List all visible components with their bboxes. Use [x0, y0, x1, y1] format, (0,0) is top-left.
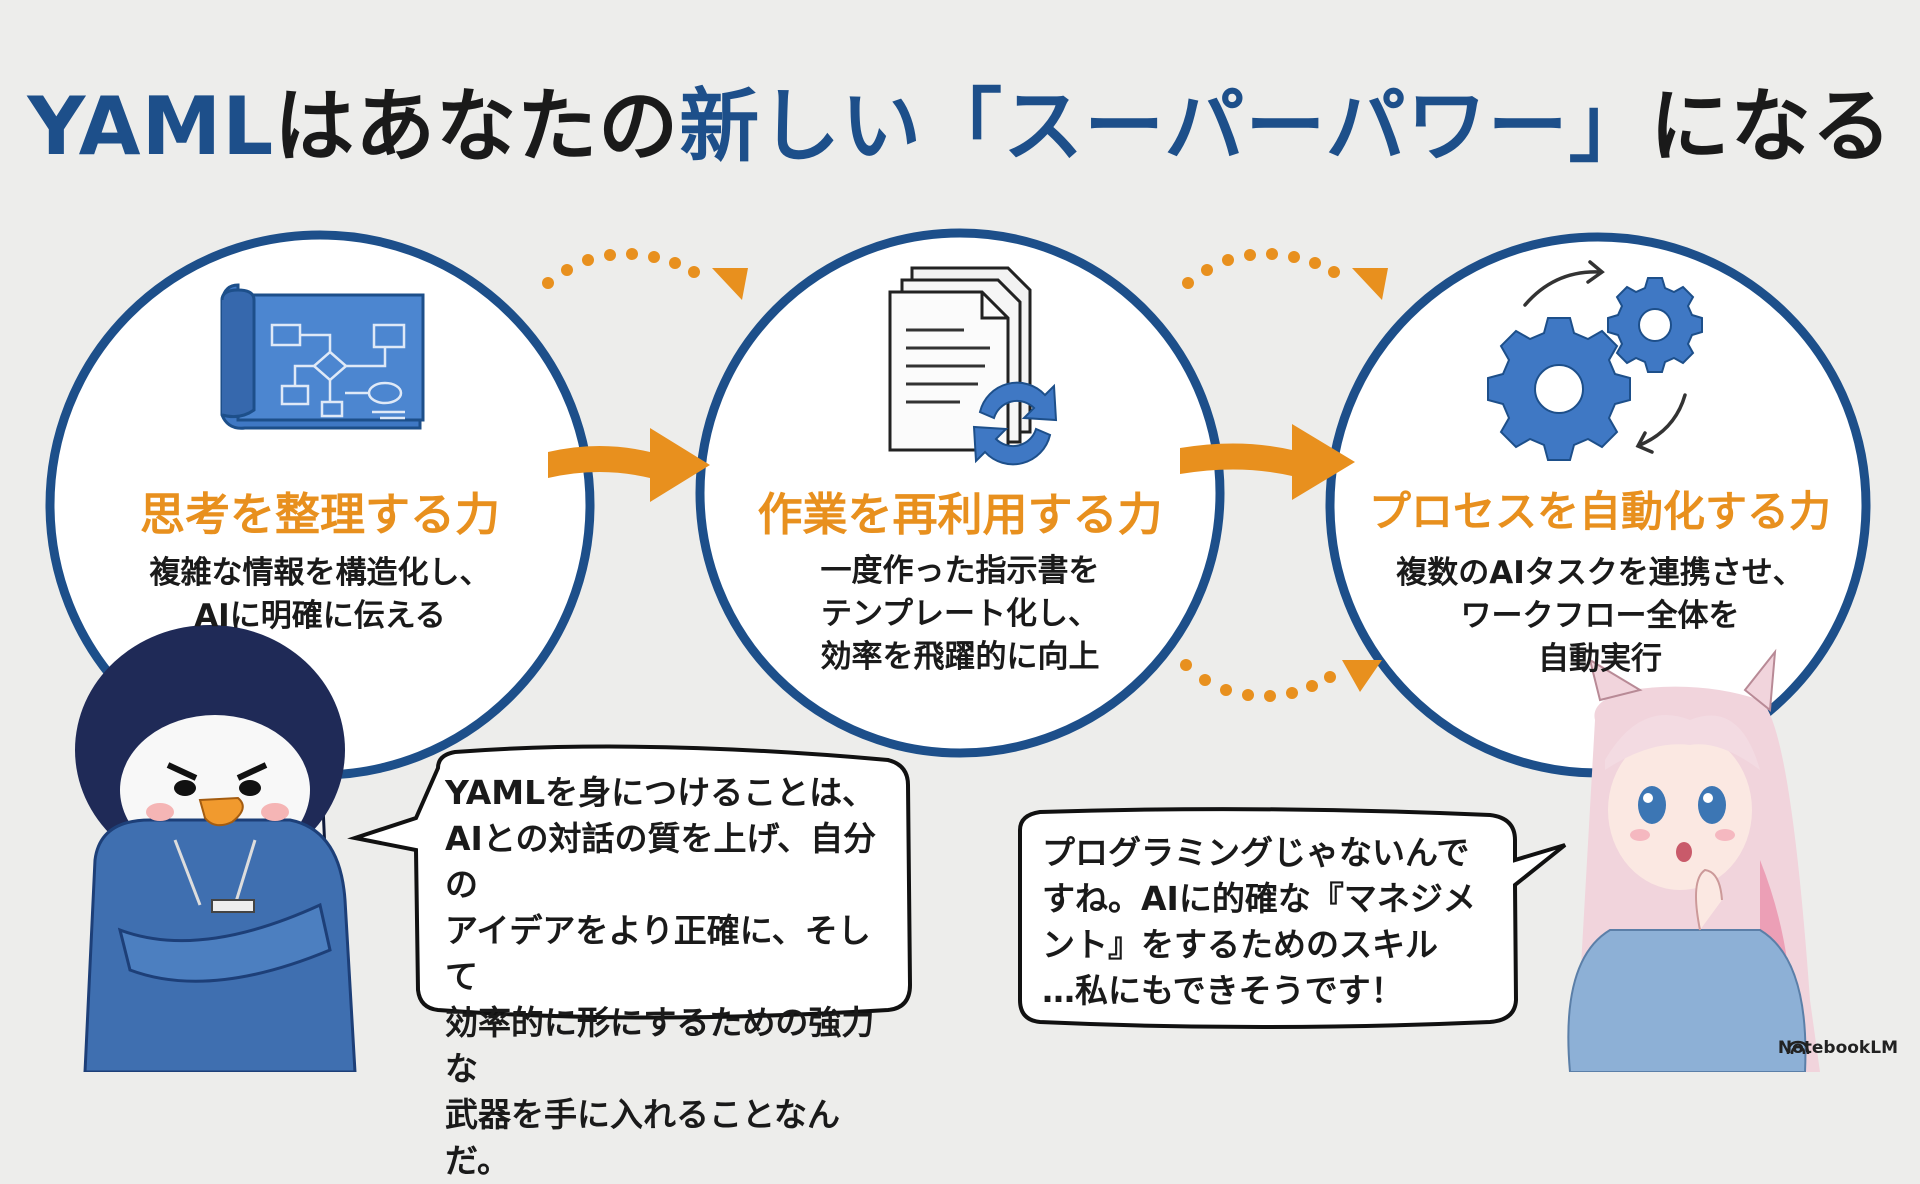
girl-speech-bubble	[1018, 807, 1567, 1029]
diagram-canvas	[45, 228, 1871, 1072]
title-yaml: YAML	[27, 80, 275, 173]
panel-circle-2	[695, 228, 1225, 758]
panel-2-description: 一度作った指示書を テンプレート化し、 効率を飛躍的に向上	[760, 550, 1160, 679]
notebooklm-logo-icon	[1786, 1040, 1810, 1055]
penguin-speech-bubble	[347, 744, 913, 1020]
girl-line-4: …私にもできそうです！	[1042, 971, 1404, 1010]
penguin-character-icon	[75, 625, 357, 1072]
dotted-arrow-icon-3	[1180, 659, 1382, 702]
panel-2-line-2: テンプレート化し、	[820, 596, 1100, 632]
penguin-line-3: アイデアをより正確に、そして	[445, 911, 871, 996]
penguin-bubble-text: YAMLを身につけることは、 AIとの対話の質を上げ、自分の アイデアをより正確…	[445, 770, 895, 1184]
panel-3-line-2: ワークフロー全体を	[1460, 598, 1740, 634]
penguin-line-2: AIとの対話の質を上げ、自分の	[445, 819, 877, 904]
panel-1-line-1: 複雑な情報を構造化し、	[149, 555, 491, 591]
panel-1-line-2: AIに明確に伝える	[194, 598, 446, 634]
girl-line-1: プログラミングじゃないんで	[1042, 833, 1470, 872]
panel-3-description: 複数のAIタスクを連携させ、 ワークフロー全体を 自動実行	[1365, 552, 1835, 681]
girl-line-3: ント』をするためのスキル	[1042, 925, 1438, 964]
girl-line-2: すね。AIに的確な『マネジメ	[1042, 879, 1476, 918]
panel-1-title: 思考を整理する力	[139, 488, 500, 541]
document-reuse-icon	[888, 266, 1058, 466]
penguin-line-1: YAMLを身につけることは、	[445, 773, 876, 812]
arrow-right-icon-1	[548, 428, 710, 502]
panel-3-line-3: 自動実行	[1538, 641, 1662, 677]
arrow-right-icon-2	[1180, 424, 1355, 500]
panel-3-title: プロセスを自動化する力	[1368, 487, 1831, 536]
title-end: になる	[1649, 80, 1893, 173]
title-superpower: 新しい「スーパーパワー」	[679, 80, 1650, 173]
penguin-line-4: 効率的に形にするための強力な	[445, 1003, 875, 1088]
girl-character-icon	[1567, 648, 1820, 1072]
girl-bubble-text: プログラミングじゃないんで すね。AIに的確な『マネジメ ント』をするためのスキ…	[1042, 830, 1502, 1014]
panel-2-title: 作業を再利用する力	[757, 488, 1163, 541]
notebooklm-logo: NotebookLM	[1778, 1038, 1898, 1058]
panel-1-description: 複雑な情報を構造化し、 AIに明確に伝える	[110, 552, 530, 638]
dotted-arrow-icon-2	[1182, 248, 1388, 300]
gears-icon	[1487, 260, 1703, 461]
title-middle: はあなたの	[274, 80, 680, 173]
page-title: YAMLはあなたの新しい「スーパーパワー」になる	[0, 62, 1920, 178]
panel-2-line-1: 一度作った指示書を	[820, 553, 1100, 589]
penguin-line-5: 武器を手に入れることなんだ。	[445, 1095, 841, 1180]
blueprint-icon	[220, 283, 425, 430]
dotted-arrow-icon-1	[542, 248, 748, 300]
notebooklm-logo-text: NotebookLM	[1777, 1038, 1898, 1058]
panel-2-line-3: 効率を飛躍的に向上	[820, 639, 1100, 675]
panel-3-line-1: 複数のAIタスクを連携させ、	[1396, 555, 1804, 591]
